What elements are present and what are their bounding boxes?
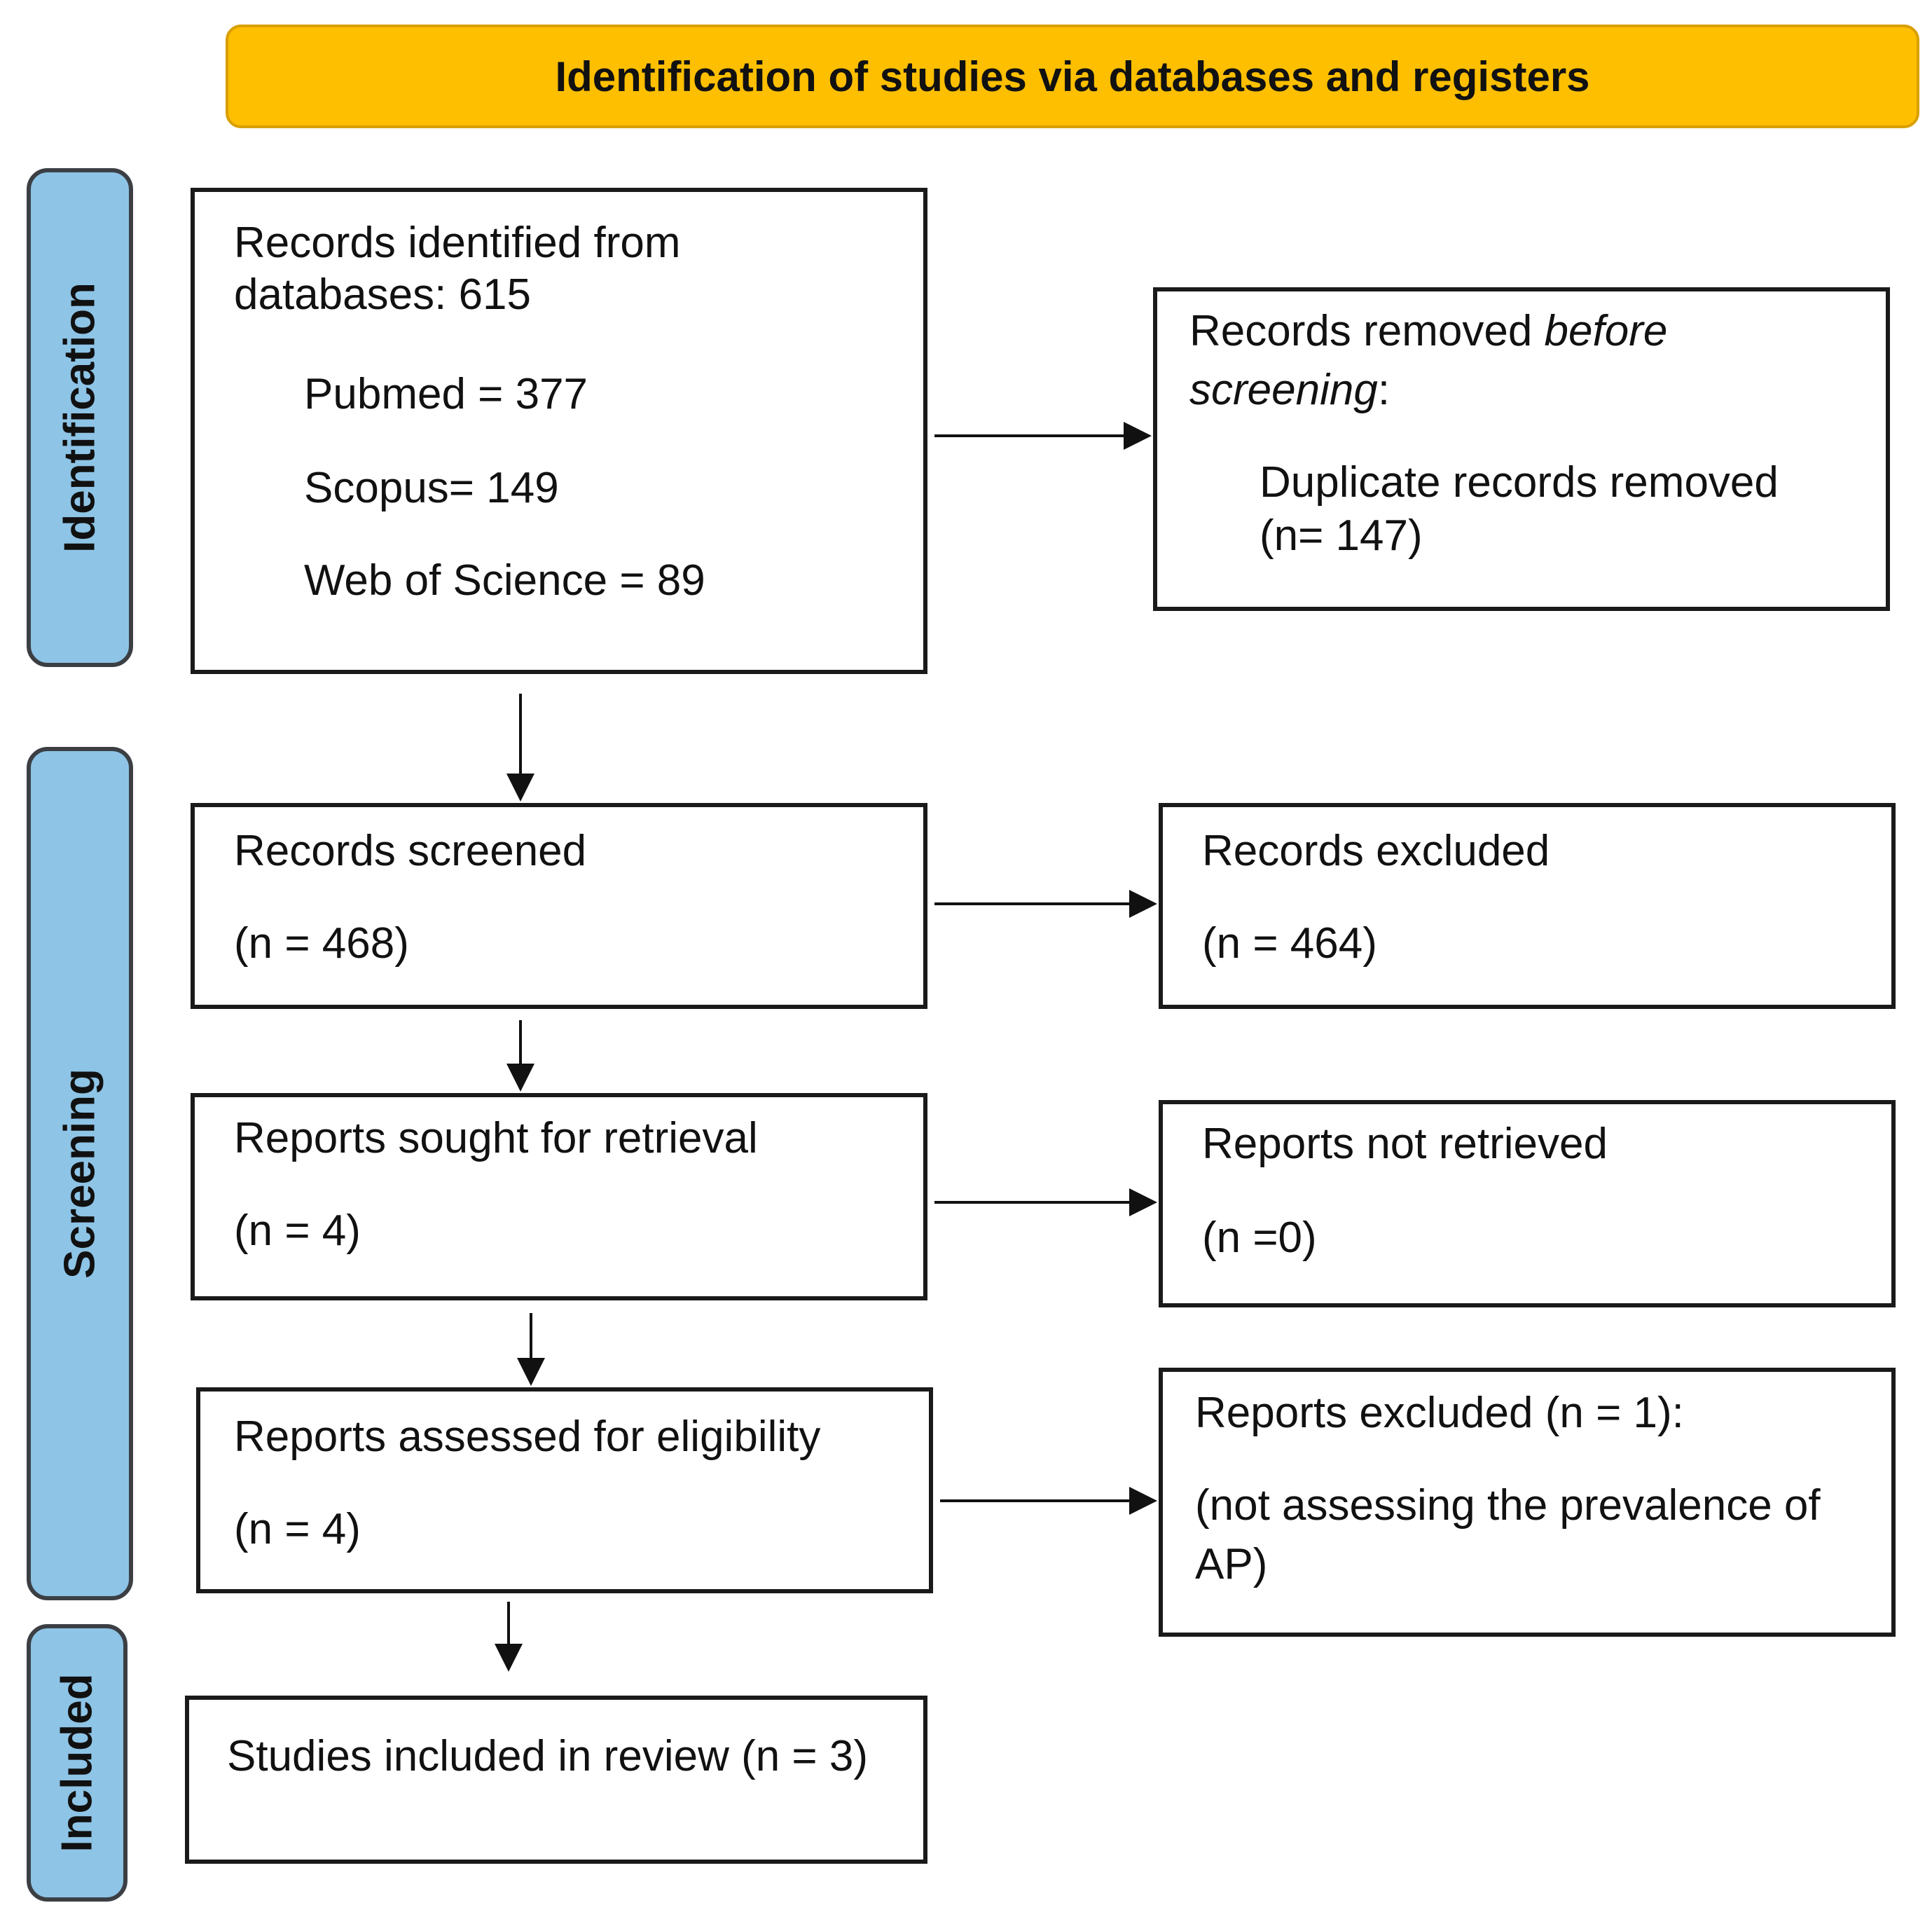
- phase-identification: Identification: [27, 168, 133, 667]
- records-excluded-label: Records excluded: [1202, 827, 1550, 875]
- records-removed-box: [1153, 287, 1890, 611]
- phase-screening: Screening: [27, 747, 133, 1600]
- reports-assessed-box: [196, 1387, 933, 1593]
- reports-assessed-n: (n = 4): [234, 1505, 361, 1553]
- reports-sought-label: Reports sought for retrieval: [234, 1114, 758, 1162]
- studies-included-box: [185, 1696, 927, 1864]
- header-title: Identification of studies via databases …: [555, 53, 1590, 100]
- reports-not-retrieved-n: (n =0): [1202, 1214, 1317, 1262]
- studies-included-label: Studies included in review (n = 3): [227, 1732, 868, 1780]
- reports-excluded-label: Reports excluded (n = 1):: [1195, 1389, 1684, 1437]
- records-removed-line2: screening:: [1189, 364, 1390, 416]
- pubmed-count: Pubmed = 377: [304, 370, 588, 418]
- records-removed-italic-screening: screening: [1189, 366, 1378, 414]
- reports-not-retrieved-box: [1159, 1100, 1896, 1307]
- records-identified-box: [191, 188, 927, 674]
- records-screened-box: [191, 803, 927, 1009]
- records-removed-line1: Records removed before: [1189, 305, 1667, 357]
- records-identified-line1: Records identified from: [234, 219, 681, 267]
- reports-sought-box: [191, 1093, 927, 1300]
- reports-excluded-reason-line2: AP): [1195, 1540, 1268, 1588]
- duplicates-line1: Duplicate records removed: [1260, 458, 1779, 507]
- phase-included: Included: [27, 1624, 127, 1902]
- records-excluded-box: [1159, 803, 1896, 1009]
- records-excluded-n: (n = 464): [1202, 919, 1377, 968]
- records-identified-line2: databases: 615: [234, 270, 532, 319]
- reports-excluded-reason-line1: (not assessing the prevalence of: [1195, 1481, 1821, 1530]
- header-banner: Identification of studies via databases …: [226, 25, 1919, 128]
- reports-excluded-box: [1159, 1368, 1896, 1637]
- reports-assessed-label: Reports assessed for eligibility: [234, 1413, 821, 1461]
- records-removed-prefix: Records removed: [1189, 307, 1545, 355]
- records-screened-n: (n = 468): [234, 919, 409, 968]
- reports-sought-n: (n = 4): [234, 1207, 361, 1255]
- records-removed-italic-before: before: [1544, 307, 1668, 355]
- scopus-count: Scopus= 149: [304, 464, 559, 512]
- wos-count: Web of Science = 89: [304, 556, 705, 605]
- records-screened-label: Records screened: [234, 827, 587, 875]
- duplicates-line2: (n= 147): [1260, 511, 1423, 560]
- reports-not-retrieved-label: Reports not retrieved: [1202, 1120, 1608, 1168]
- records-removed-colon: :: [1377, 366, 1391, 414]
